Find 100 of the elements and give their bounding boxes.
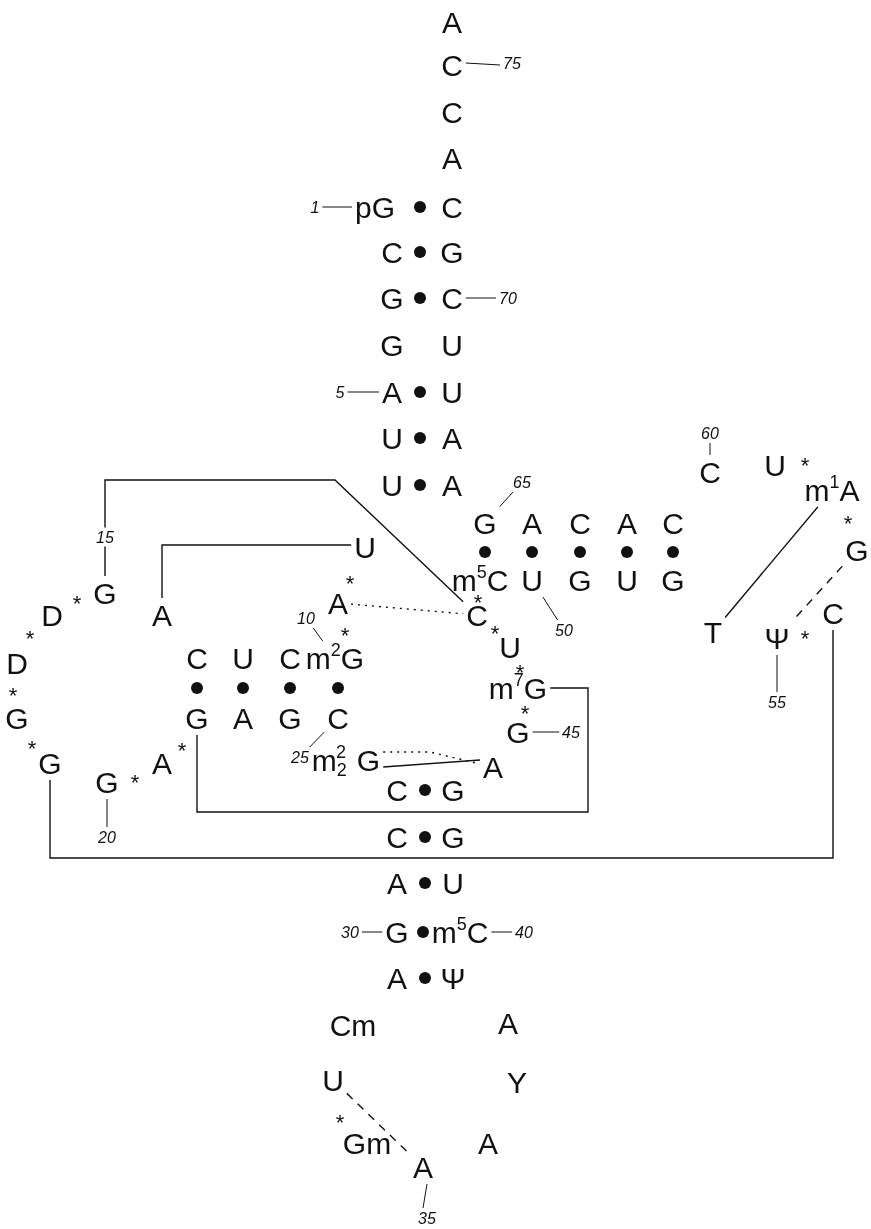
nucleotide-label: A: [442, 471, 462, 499]
modification-asterisk: *: [490, 622, 500, 634]
leader-line: [709, 442, 711, 456]
nucleotide-label: U: [354, 533, 376, 561]
interaction-line: [196, 687, 589, 813]
nucleotide-label: A: [233, 704, 253, 732]
nucleotide-label: Gm: [342, 1129, 392, 1157]
leader-line: [309, 731, 325, 748]
nucleotide-label: G: [95, 768, 119, 796]
nucleotide-label: C: [386, 823, 408, 851]
position-number: 45: [562, 725, 580, 739]
modification-asterisk: *: [130, 771, 140, 783]
nucleotide-label: A: [382, 378, 402, 406]
nucleotide-label: G: [38, 749, 62, 777]
leader-line: [422, 1183, 428, 1209]
modification-asterisk: *: [177, 739, 187, 751]
nucleotide-label: A: [387, 869, 407, 897]
leader-line: [361, 931, 383, 933]
leader-line: [465, 297, 497, 299]
nucleotide-label: G: [380, 331, 404, 359]
nucleotide-label: A: [498, 1009, 518, 1037]
position-number: 5: [335, 385, 345, 399]
nucleotide-label: C: [441, 51, 463, 79]
position-number: 50: [555, 623, 573, 637]
nucleotide-label: A: [617, 509, 637, 537]
position-number: 20: [98, 830, 116, 844]
nucleotide-label: m$^{1}$A: [804, 476, 860, 504]
nucleotide-label: G: [845, 536, 869, 564]
nucleotide-label: A: [152, 749, 172, 777]
nucleotide-label: U: [521, 566, 543, 594]
nucleotide-label: G: [5, 704, 29, 732]
nucleotide-label: U: [441, 378, 463, 406]
modification-asterisk: *: [8, 684, 18, 696]
nucleotide-label: A: [522, 509, 542, 537]
position-number: 25: [291, 750, 309, 764]
nucleotide-label: C: [822, 599, 844, 627]
nucleotide-label: G: [440, 238, 464, 266]
nucleotide-label: G: [473, 509, 497, 537]
nucleotide-label: U: [232, 644, 254, 672]
leader-line: [499, 491, 514, 508]
nucleotide-label: A: [413, 1153, 433, 1181]
nucleotide-label: G: [380, 284, 404, 312]
leader-line: [490, 931, 513, 933]
position-number: 70: [499, 291, 517, 305]
leader-line: [312, 627, 324, 642]
nucleotide-label: m$^{2}$G: [305, 644, 365, 672]
modification-asterisk: *: [72, 592, 82, 604]
nucleotide-label: A: [328, 589, 348, 617]
nucleotide-label: G: [506, 718, 530, 746]
nucleotide-label: m$_{2}$$^{2}$G: [311, 746, 381, 774]
nucleotide-label: C: [441, 193, 463, 221]
position-number: 30: [341, 925, 359, 939]
nucleotide-label: D: [6, 649, 28, 677]
nucleotide-label: U: [616, 566, 638, 594]
modification-asterisk: *: [515, 661, 525, 673]
modification-asterisk: *: [800, 454, 810, 466]
nucleotide-label: A: [483, 753, 503, 781]
interaction-line: [49, 629, 834, 859]
position-number: 1: [310, 200, 320, 214]
nucleotide-label: T: [703, 618, 723, 646]
position-number: 35: [418, 1211, 436, 1225]
nucleotide-label: A: [152, 601, 172, 629]
nucleotide-label: U: [381, 424, 403, 452]
position-number: 60: [701, 426, 719, 440]
interaction-line: [724, 506, 819, 619]
modification-asterisk: *: [520, 702, 530, 714]
modification-asterisk: *: [800, 627, 810, 639]
nucleotide-label: G: [568, 566, 592, 594]
leader-line: [346, 391, 380, 393]
nucleotide-label: G: [93, 579, 117, 607]
nucleotide-label: G: [441, 823, 465, 851]
edge-label: 15: [96, 527, 114, 547]
nucleotide-label: Cm: [329, 1011, 377, 1039]
nucleotide-label: C: [441, 284, 463, 312]
nucleotide-label: G: [441, 776, 465, 804]
nucleotide-label: C: [386, 776, 408, 804]
interaction-line: [382, 759, 481, 768]
nucleotide-label: A: [478, 1129, 498, 1157]
nucleotide-label: U: [322, 1066, 344, 1094]
position-number: 75: [503, 56, 521, 70]
nucleotide-label: m$^{5}$C: [451, 566, 509, 594]
nucleotide-label: C: [699, 458, 721, 486]
leader-line: [465, 62, 501, 66]
modification-asterisk: *: [25, 627, 35, 639]
nucleotide-label: A: [442, 144, 462, 172]
leader-line: [542, 596, 559, 621]
leader-line: [106, 798, 108, 828]
modification-asterisk: *: [473, 591, 483, 603]
nucleotide-label: G: [278, 704, 302, 732]
modification-asterisk: *: [335, 1111, 345, 1123]
interaction-line: [104, 479, 464, 603]
nucleotide-label: A: [442, 8, 462, 36]
nucleotide-label: A: [442, 424, 462, 452]
leader-line: [532, 731, 560, 733]
nucleotide-label: G: [661, 566, 685, 594]
nucleotide-label: Ψ: [440, 964, 466, 992]
nucleotide-label: U: [442, 869, 464, 897]
nucleotide-label: C: [186, 644, 208, 672]
nucleotide-label: U: [764, 451, 786, 479]
leader-line: [776, 654, 778, 693]
